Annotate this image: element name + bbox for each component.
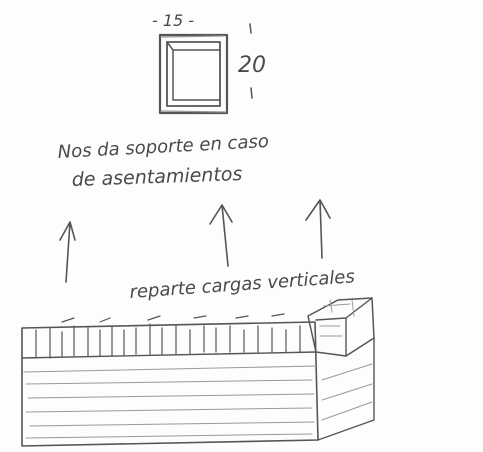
note-line-1: Nos da soporte en caso (57, 131, 269, 163)
cross-section-sketch (158, 33, 229, 115)
caption-text: reparte cargas verticales (129, 266, 356, 303)
height-label: 20 (238, 53, 266, 78)
height-dimension-ticks (249, 23, 253, 99)
width-label: - 15 - (152, 11, 194, 30)
foundation-block-sketch (21, 297, 375, 447)
upward-arrow-icon (59, 221, 76, 283)
upward-arrow-icon (209, 204, 233, 267)
note-line-2: de asentamientos (71, 163, 242, 191)
upward-arrow-icon (305, 199, 331, 259)
